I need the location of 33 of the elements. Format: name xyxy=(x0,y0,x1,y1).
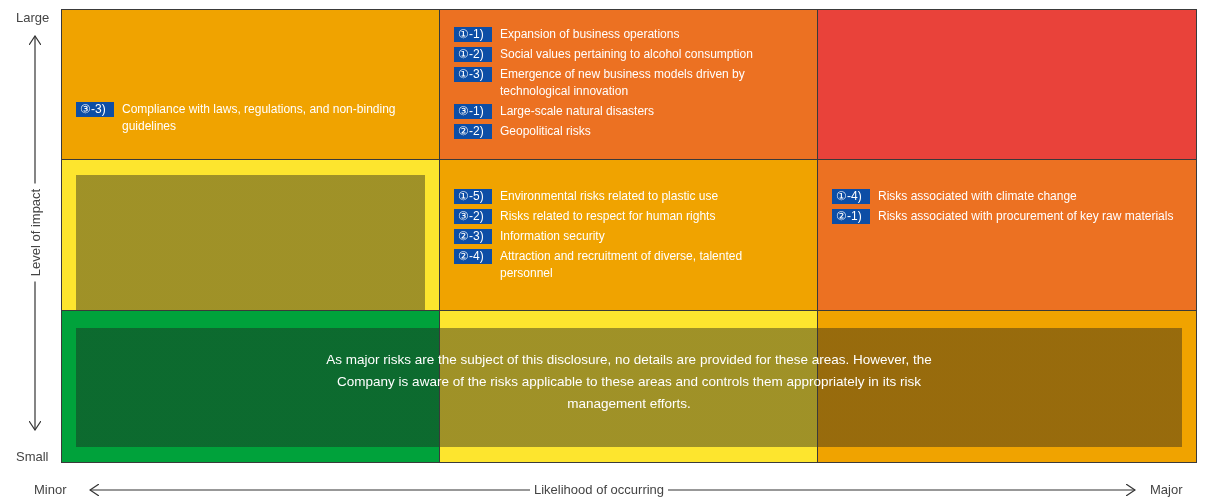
risk-item: Large-scale natural disasters xyxy=(500,103,655,120)
risk-code: ①-5) xyxy=(454,189,492,204)
risk-code: ②-3) xyxy=(454,229,492,244)
risk-code: ②-4) xyxy=(454,249,492,264)
axis-label: Minor xyxy=(33,482,68,497)
axis-title: Likelihood of occurring xyxy=(530,482,669,497)
risk-code: ①-1) xyxy=(454,27,492,42)
matrix-cell xyxy=(61,159,440,311)
risk-item: Information security xyxy=(500,228,605,245)
risk-code: ①-2) xyxy=(454,47,492,62)
risk-item: Risks related to respect for human rights xyxy=(500,208,716,225)
risk-code: ②-1) xyxy=(832,209,870,224)
risk-code: ①-4) xyxy=(832,189,870,204)
risk-code: ③-2) xyxy=(454,209,492,224)
matrix-cell xyxy=(817,159,1197,311)
risk-item: Risks associated with climate change xyxy=(878,188,1077,205)
matrix-cell xyxy=(439,159,818,311)
axis-label: Major xyxy=(1149,482,1184,497)
risk-code: ③-3) xyxy=(76,102,114,117)
risk-code: ③-1) xyxy=(454,104,492,119)
matrix-cell xyxy=(61,9,440,160)
risk-item: Risks associated with procurement of key raw materials xyxy=(878,208,1174,225)
matrix-cell xyxy=(439,9,818,160)
risk-code: ②-2) xyxy=(454,124,492,139)
risk-item: Expansion of business operations xyxy=(500,26,680,43)
risk-item: Compliance with laws, regulations, and non-binding guidelines xyxy=(122,101,397,135)
risk-item: Social values pertaining to alcohol consumption xyxy=(500,46,753,63)
risk-item: Environmental risks related to plastic use xyxy=(500,188,719,205)
risk-code: ①-3) xyxy=(454,67,492,82)
risk-item: Geopolitical risks xyxy=(500,123,591,140)
risk-item: Attraction and recruitment of diverse, talented personnel xyxy=(500,248,744,282)
matrix-cell xyxy=(817,9,1197,160)
risk-item: Emergence of new business models driven by technological innovation xyxy=(500,66,746,100)
